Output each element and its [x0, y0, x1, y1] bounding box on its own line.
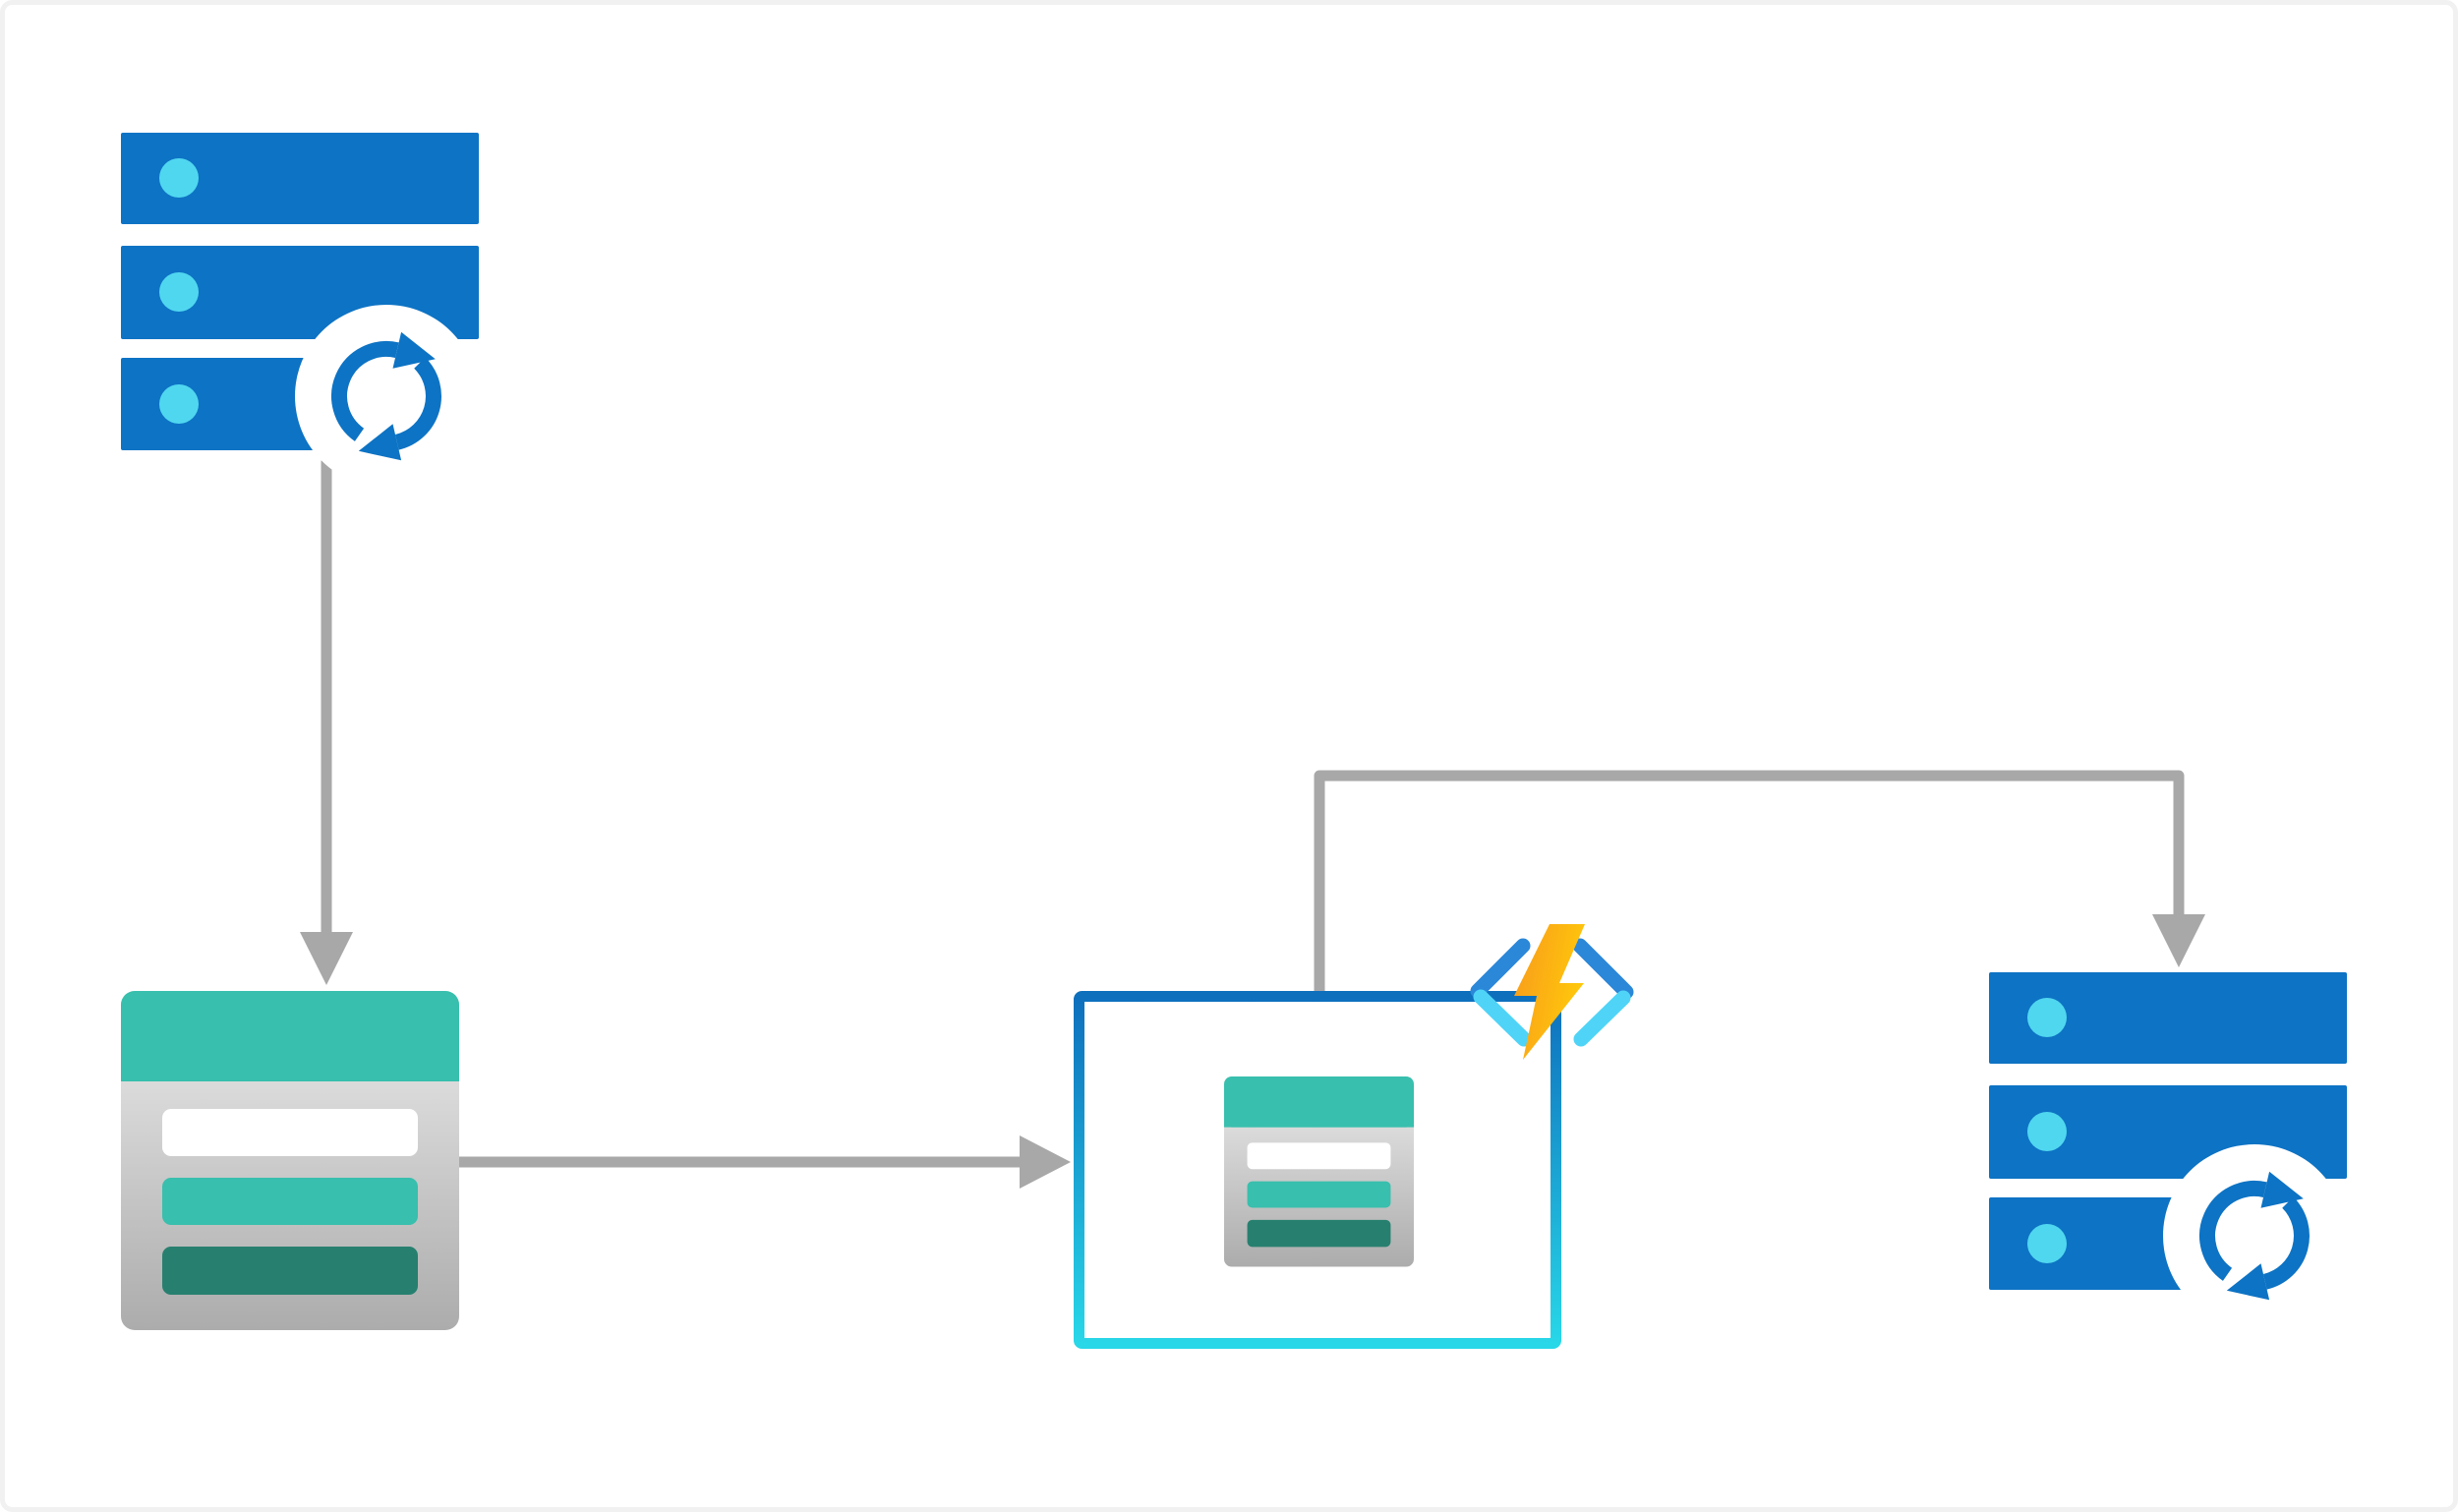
right-bracket-upper-stroke: [1572, 938, 1634, 1000]
left-bracket-lower-stroke: [1473, 989, 1532, 1047]
function-table-icon: [1224, 1076, 1414, 1267]
azure-functions-icon: [1470, 924, 1634, 1060]
source-database-icon: [121, 133, 479, 488]
arrow-source-to-staging: [300, 456, 353, 985]
left-bracket-upper-stroke: [1470, 938, 1531, 999]
staging-table-icon: [121, 991, 459, 1330]
lightning-bolt-icon: [1514, 924, 1585, 1060]
connector-arrowhead-down: [300, 932, 353, 985]
connector-arrowhead-right: [1020, 1135, 1071, 1189]
connector-arrowhead-down: [2152, 914, 2205, 967]
arrow-function-to-target: [1314, 770, 2205, 1001]
right-bracket-lower-stroke: [1573, 990, 1631, 1047]
target-database-icon: [1989, 972, 2347, 1327]
connector-line: [1314, 770, 2185, 1001]
arrow-staging-to-function: [450, 1135, 1071, 1189]
